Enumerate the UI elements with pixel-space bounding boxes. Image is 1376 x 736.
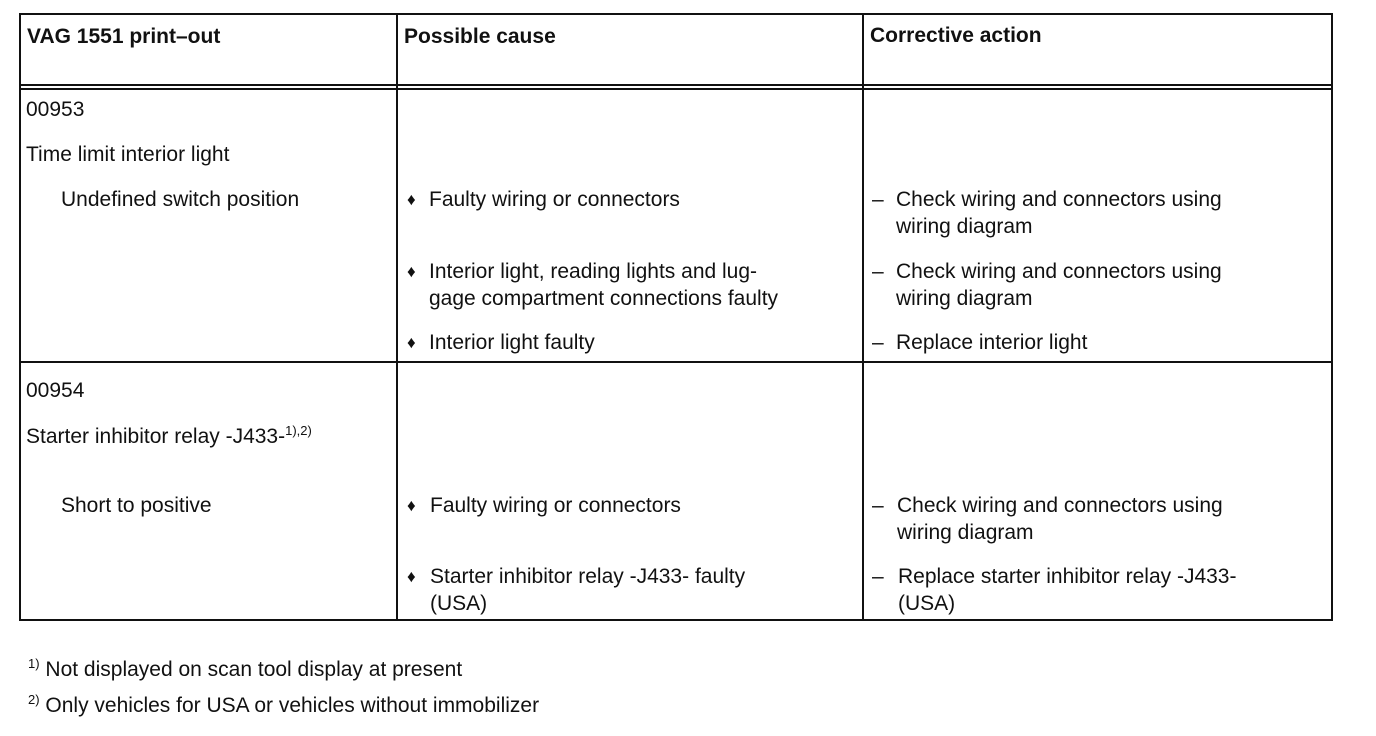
fault-description: Undefined switch position <box>61 188 300 211</box>
row-divider <box>19 361 1333 363</box>
action-line: Check wiring and connectors using <box>897 494 1223 517</box>
cause-line: gage compartment connections faulty <box>429 287 779 310</box>
action-line: wiring diagram <box>896 287 1033 310</box>
dash-icon: – <box>872 260 884 283</box>
fault-code-00954: 00954 <box>26 379 85 402</box>
dash-icon: – <box>872 331 884 354</box>
footnote-reference: 1),2) <box>285 423 312 438</box>
dash-icon: – <box>872 565 884 588</box>
cause-line: Interior light, reading lights and lug- <box>429 260 758 283</box>
cause-line: Faulty wiring or connectors <box>429 188 680 211</box>
header-printout: VAG 1551 print–out <box>27 25 221 48</box>
cause-line: Starter inhibitor relay -J433- faulty <box>430 565 746 588</box>
dash-icon: – <box>872 188 884 211</box>
action-line: Replace interior light <box>896 331 1088 354</box>
footnote-1: 1) Not displayed on scan tool display at… <box>28 656 462 685</box>
action-line: Replace starter inhibitor relay -J433- <box>898 565 1237 588</box>
cause-line: (USA) <box>430 592 488 615</box>
header-corrective-action: Corrective action <box>870 24 1042 47</box>
cause-line: Faulty wiring or connectors <box>430 494 681 517</box>
fault-description: Short to positive <box>61 494 212 517</box>
footnote-text: Only vehicles for USA or vehicles withou… <box>45 694 540 717</box>
dash-icon: – <box>872 494 884 517</box>
bullet-icon: ♦ <box>407 496 416 515</box>
footnote-text: Not displayed on scan tool display at pr… <box>45 658 463 681</box>
header-possible-cause: Possible cause <box>404 25 556 48</box>
header-rule-2 <box>19 88 1333 90</box>
action-line: (USA) <box>898 592 956 615</box>
column-divider-1 <box>396 13 398 621</box>
header-rule-1 <box>19 84 1333 86</box>
footnote-mark: 1) <box>28 656 40 671</box>
bullet-icon: ♦ <box>407 190 416 209</box>
bullet-icon: ♦ <box>407 262 416 281</box>
cause-line: Interior light faulty <box>429 331 595 354</box>
component-interior-light: Time limit interior light <box>26 143 230 166</box>
action-line: Check wiring and connectors using <box>896 188 1222 211</box>
footnote-mark: 2) <box>28 692 40 707</box>
table-frame <box>19 13 1333 621</box>
action-line: Check wiring and connectors using <box>896 260 1222 283</box>
fault-code-00953: 00953 <box>26 98 85 121</box>
bullet-icon: ♦ <box>407 333 416 352</box>
component-label: Starter inhibitor relay -J433- <box>26 425 286 448</box>
footnote-2: 2) Only vehicles for USA or vehicles wit… <box>28 692 539 721</box>
component-starter-inhibitor-relay: Starter inhibitor relay -J433-1),2) <box>26 423 312 452</box>
action-line: wiring diagram <box>896 215 1033 238</box>
column-divider-2 <box>862 13 864 621</box>
action-line: wiring diagram <box>897 521 1034 544</box>
bullet-icon: ♦ <box>407 567 416 586</box>
